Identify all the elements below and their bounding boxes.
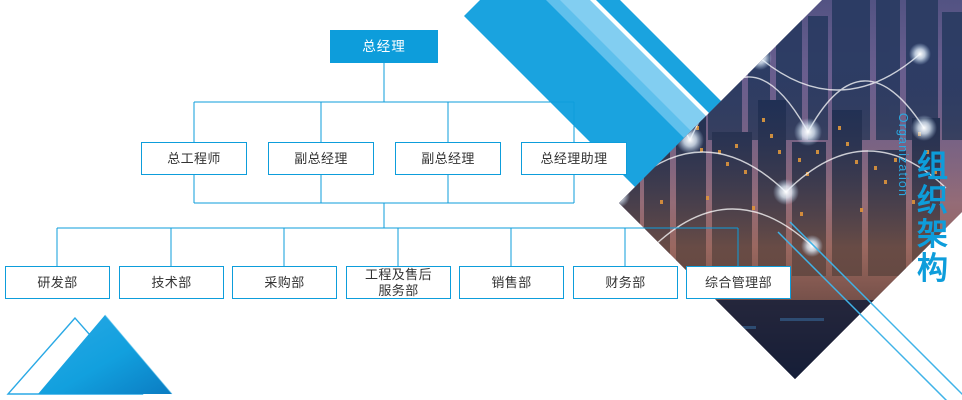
org-node-technology-department[interactable]: 技术部 [119,266,224,299]
org-node-chief-engineer[interactable]: 总工程师 [141,142,247,175]
org-node-sales-department[interactable]: 销售部 [459,266,564,299]
org-node-general-manager[interactable]: 总经理 [330,30,438,63]
org-node-rd-department[interactable]: 研发部 [5,266,110,299]
org-node-deputy-general-manager-2[interactable]: 副总经理 [395,142,501,175]
org-node-general-management-department[interactable]: 综合管理部 [686,266,791,299]
side-title-english: Organization [896,112,910,197]
side-title-chinese: 组织架构 [917,149,949,286]
org-node-general-manager-assistant[interactable]: 总经理助理 [521,142,627,175]
org-node-engineering-after-sales-department[interactable]: 工程及售后 服务部 [346,266,451,299]
org-node-deputy-general-manager-1[interactable]: 副总经理 [268,142,374,175]
org-node-purchasing-department[interactable]: 采购部 [232,266,337,299]
org-node-finance-department[interactable]: 财务部 [573,266,678,299]
